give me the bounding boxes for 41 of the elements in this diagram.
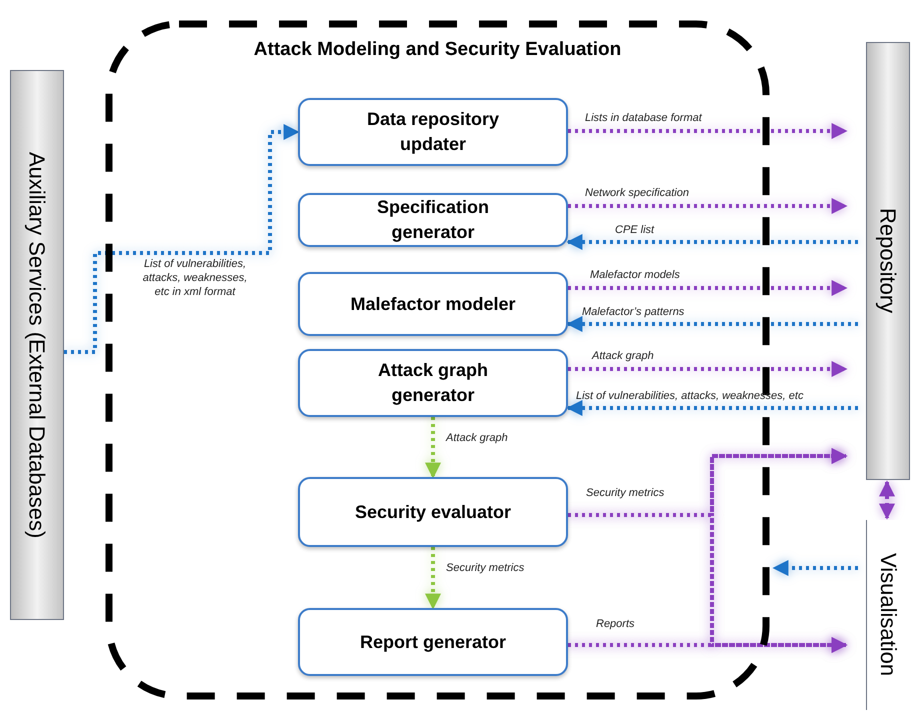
dotted-arrow — [568, 280, 848, 296]
edge-label: Security metrics — [446, 562, 524, 574]
dotted-arrow — [566, 234, 858, 250]
dotted-arrow — [568, 198, 848, 214]
process-box — [298, 193, 568, 247]
dotted-arrow — [425, 547, 441, 610]
edge-label: Network specification — [585, 187, 689, 199]
process-label: Security evaluator — [354, 500, 512, 524]
panel-label: Repository — [874, 208, 902, 314]
dotted-arrow — [568, 637, 848, 653]
process-label: Attack graph generator — [376, 359, 490, 407]
process-box — [298, 98, 568, 166]
panel-label: Auxiliary Services (External Databases) — [24, 152, 50, 538]
process-box — [298, 272, 568, 336]
edge-label: Malefactor models — [590, 269, 680, 281]
edge-label: CPE list — [615, 224, 654, 236]
dotted-arrow — [64, 124, 300, 354]
dotted-arrow — [566, 316, 858, 332]
dotted-arrow — [568, 361, 848, 377]
dotted-arrow — [568, 123, 848, 139]
process-box — [298, 608, 568, 676]
edge-label: Security metrics — [586, 487, 664, 499]
edge-label: Reports — [596, 618, 635, 630]
process-label: Malefactor modeler — [350, 292, 516, 316]
dotted-arrow — [425, 417, 441, 479]
process-label: Data repository updater — [366, 108, 500, 156]
edge-label: Attack graph — [446, 432, 508, 444]
process-box — [298, 349, 568, 417]
process-label: Specification generator — [376, 196, 490, 244]
dotted-arrow — [879, 480, 895, 520]
edge-label: List of vulnerabilities, attacks, weaknesses, etc in xml format — [142, 258, 248, 298]
edge-label: Attack graph — [592, 350, 654, 362]
process-box — [298, 477, 568, 547]
edge-label: Lists in database format — [585, 112, 702, 124]
panel-label: Visualisation — [875, 553, 902, 677]
dotted-arrow — [566, 400, 858, 416]
process-label: Report generator — [360, 630, 506, 654]
side-panel — [10, 70, 64, 620]
edge-label: Malefactor’s patterns — [582, 306, 684, 318]
side-panel — [866, 42, 910, 480]
dotted-arrow — [772, 560, 858, 576]
